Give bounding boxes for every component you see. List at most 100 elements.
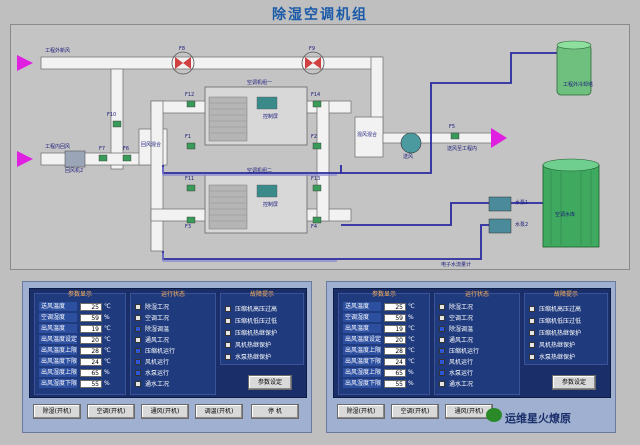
- alarm-row: 压缩机高压过高: [529, 304, 581, 313]
- param-value: 25: [80, 302, 102, 311]
- label-f1: F1: [185, 134, 192, 140]
- param-label: 出风温度上限: [39, 346, 78, 355]
- status-label: 水泵运行: [145, 370, 170, 377]
- page-title: 除湿空调机组: [272, 7, 368, 23]
- fresh-air-duct: [40, 56, 382, 70]
- label-f8: F8: [179, 46, 186, 52]
- label-unit2-panel: 控制屏: [263, 202, 279, 208]
- panel-2-status: 运行状态 除湿工况 空调工况 除湿调温 通风工况 压缩机运行 风机运行 水泵运行…: [434, 292, 520, 395]
- panel-1-stop-button[interactable]: 停 机: [251, 404, 299, 419]
- alarm-led: [225, 317, 231, 324]
- panel-2-ac-button[interactable]: 空调(开机): [391, 404, 439, 419]
- label-cooling-tower: 工程外冷却塔: [563, 82, 594, 88]
- status-led: [439, 336, 445, 343]
- supply-fan: [400, 132, 422, 154]
- label-f10: F10: [107, 112, 117, 118]
- label-f13: F13: [311, 176, 321, 182]
- damper-f8[interactable]: [171, 51, 195, 75]
- pump-2: [488, 218, 512, 234]
- panel-1-temp-adjust-button[interactable]: 调温(开机): [195, 404, 243, 419]
- panel-1-alarms: 故障提示 压缩机高压过高 压缩机低压过低 压缩机热继保护 风机热继保护 水泵热继…: [220, 292, 304, 365]
- label-f4: F4: [311, 224, 318, 230]
- alarm-label: 压缩机高压过高: [235, 306, 278, 313]
- ac-unit-2-coil: [208, 184, 248, 230]
- status-led: [439, 325, 445, 332]
- param-unit: ℃: [408, 347, 415, 354]
- status-led: [439, 303, 445, 310]
- panel-1-dehumidify-button[interactable]: 除湿(开机): [33, 404, 81, 419]
- status-row: 通水工况: [135, 379, 169, 388]
- status-row: 空调工况: [135, 313, 169, 322]
- status-led: [135, 358, 141, 365]
- alarm-row: 压缩机低压过低: [529, 316, 581, 325]
- label-unit2-title: 空调机组二: [247, 168, 273, 174]
- param-value: 65: [384, 368, 406, 377]
- param-value: 25: [384, 302, 406, 311]
- alarm-row: 水泵热继保护: [529, 352, 575, 361]
- status-row: 通水工况: [439, 379, 473, 388]
- water-return-pipes: [162, 167, 337, 262]
- supply-duct: [382, 132, 494, 144]
- panel-1-ventilate-button[interactable]: 通风(开机): [141, 404, 189, 419]
- label-supply-fan: 送风: [403, 154, 414, 160]
- watermark-text: 运维星火燎原: [505, 412, 571, 425]
- label-unit1-title: 空调机组一: [247, 80, 273, 86]
- alarm-label: 压缩机热继保护: [539, 330, 582, 337]
- status-row: 通风工况: [439, 335, 473, 344]
- status-led: [135, 369, 141, 376]
- status-label: 通水工况: [145, 381, 170, 388]
- param-label: 出风温度下限: [39, 357, 78, 366]
- status-label: 空调工况: [449, 315, 474, 322]
- param-value: 55: [384, 379, 406, 388]
- status-led: [439, 347, 445, 354]
- status-row: 空调工况: [439, 313, 473, 322]
- alarm-led: [529, 329, 535, 336]
- label-f2: F2: [311, 134, 318, 140]
- param-label: 出风温度设定: [39, 335, 78, 344]
- label-f12: F12: [185, 92, 195, 98]
- alarm-label: 风机热继保护: [235, 342, 272, 349]
- ac-unit-1-display: [256, 96, 278, 110]
- param-label: 送风温度: [39, 302, 77, 311]
- fresh-air-arrow: [17, 55, 33, 71]
- alarm-label: 压缩机低压过低: [539, 318, 582, 325]
- alarm-label: 压缩机低压过低: [235, 318, 278, 325]
- param-value: 55: [80, 379, 102, 388]
- label-unit1-panel: 控制屏: [263, 114, 279, 120]
- process-diagram-svg: [17, 40, 600, 262]
- alarm-label: 压缩机高压过高: [539, 306, 582, 313]
- panel-2-alarms: 故障提示 压缩机高压过高 压缩机低压过低 压缩机热继保护 风机热继保护 水泵热继…: [524, 292, 608, 365]
- panel-1-param-setting-button[interactable]: 参数设定: [248, 375, 292, 390]
- param-unit: ℃: [408, 325, 415, 332]
- panel-2-param-setting-button[interactable]: 参数设定: [552, 375, 596, 390]
- status-row: 除湿工况: [135, 302, 169, 311]
- status-label: 水泵运行: [449, 370, 474, 377]
- panel-2-dehumidify-button[interactable]: 除湿(开机): [337, 404, 385, 419]
- status-led: [135, 325, 141, 332]
- param-value: 59: [384, 313, 406, 322]
- alarm-row: 压缩机热继保护: [225, 328, 277, 337]
- panel-1-ac-button[interactable]: 空调(开机): [87, 404, 135, 419]
- status-led: [135, 314, 141, 321]
- panel-2-ventilate-button[interactable]: 通风(开机): [445, 404, 493, 419]
- param-value: 59: [80, 313, 102, 322]
- valve-set[interactable]: [98, 100, 460, 224]
- param-label: 出风湿度下限: [39, 379, 78, 388]
- ac-unit-2-display: [256, 184, 278, 198]
- label-f3: F3: [185, 224, 192, 230]
- param-label: 送风温度: [343, 302, 381, 311]
- param-unit: ℃: [104, 336, 111, 343]
- damper-f9[interactable]: [301, 51, 325, 75]
- status-row: 压缩机运行: [439, 346, 479, 355]
- alarm-led: [529, 341, 535, 348]
- panel-1-status: 运行状态 除湿工况 空调工况 除湿调温 通风工况 压缩机运行 风机运行 水泵运行…: [130, 292, 216, 395]
- pump-1: [488, 196, 512, 212]
- param-label: 出风温度: [343, 324, 381, 333]
